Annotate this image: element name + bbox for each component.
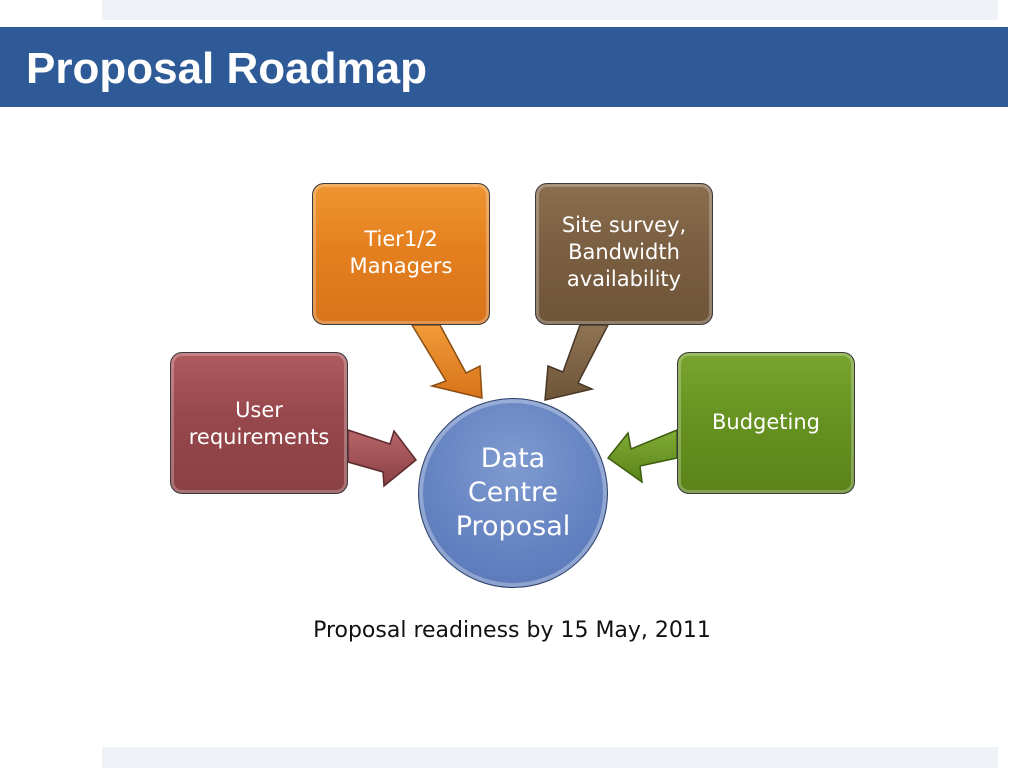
arrow-budget-to-center <box>606 428 678 484</box>
arrow-site-to-center <box>544 324 610 401</box>
title-bar: Proposal Roadmap <box>0 27 1008 107</box>
node-line: Site survey, <box>561 213 687 237</box>
top-band <box>102 0 998 20</box>
center-node-data-centre-proposal: Data Centre Proposal <box>418 398 608 588</box>
slide-title: Proposal Roadmap <box>26 44 427 93</box>
arrow-tier-to-center <box>410 324 483 399</box>
arrow-user-to-center <box>347 428 418 488</box>
center-line: Proposal <box>455 511 571 542</box>
center-line: Data <box>480 443 546 474</box>
node-line: Tier1/2 <box>364 227 438 251</box>
node-tier-managers: Tier1/2 Managers <box>312 183 490 325</box>
node-line: User <box>235 398 283 422</box>
center-line: Centre <box>467 477 559 508</box>
readiness-caption: Proposal readiness by 15 May, 2011 <box>313 618 711 643</box>
node-user-requirements: User requirements <box>170 352 348 494</box>
node-line: requirements <box>188 425 330 449</box>
node-line: availability <box>566 267 682 291</box>
bottom-band <box>102 747 998 768</box>
node-site-survey: Site survey, Bandwidth availability <box>535 183 713 325</box>
node-line: Budgeting <box>711 410 820 434</box>
node-line: Managers <box>349 254 453 278</box>
node-budgeting: Budgeting <box>677 352 855 494</box>
node-line: Bandwidth <box>568 240 680 264</box>
